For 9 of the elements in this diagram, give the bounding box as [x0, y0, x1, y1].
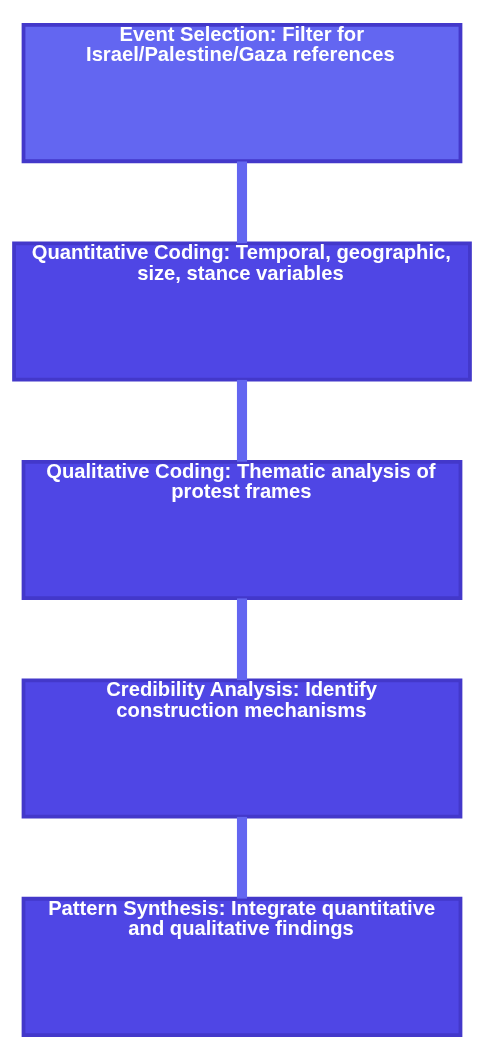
node-box: Pattern Synthesis: Integrate quantitative and qualitative findings: [21, 896, 462, 1038]
connector: [236, 379, 247, 462]
connector: [236, 816, 247, 899]
node-box: Event Selection: Filter for Israel/Palestine/Gaza references: [21, 22, 462, 164]
node-box: Credibility Analysis: Identify construction mechanisms: [21, 678, 462, 819]
connector: [236, 598, 247, 681]
node-box: Quantitative Coding: Temporal, geographic, size, stance variables: [11, 241, 472, 382]
connector: [236, 161, 247, 244]
node-box: Qualitative Coding: Thematic analysis of protest frames: [21, 459, 462, 601]
